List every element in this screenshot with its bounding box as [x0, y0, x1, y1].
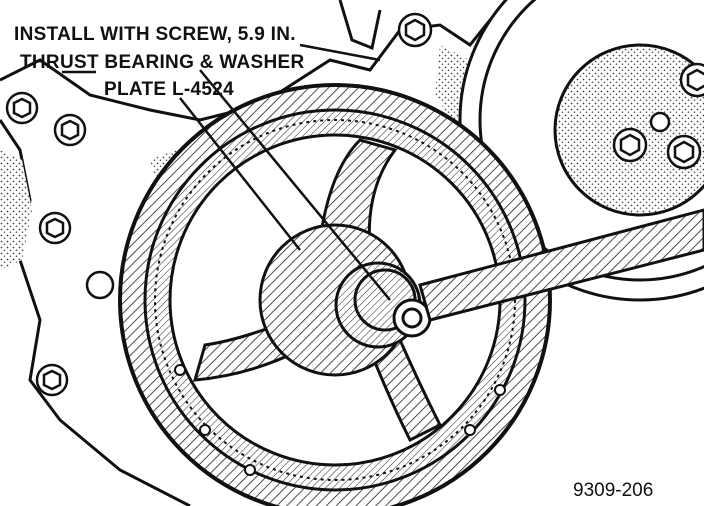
installer-tool	[353, 208, 704, 338]
callout-line-2: THRUST BEARING & WASHER	[20, 52, 305, 73]
leader-lines	[62, 43, 391, 301]
damper-pulley	[118, 83, 552, 506]
callout-line-1: INSTALL WITH SCREW, 5.9 IN.	[14, 24, 296, 45]
callout-line-3: PLATE L-4524	[104, 79, 234, 100]
figure-number: 9309-206	[573, 480, 654, 501]
block-bolts	[5, 12, 433, 397]
